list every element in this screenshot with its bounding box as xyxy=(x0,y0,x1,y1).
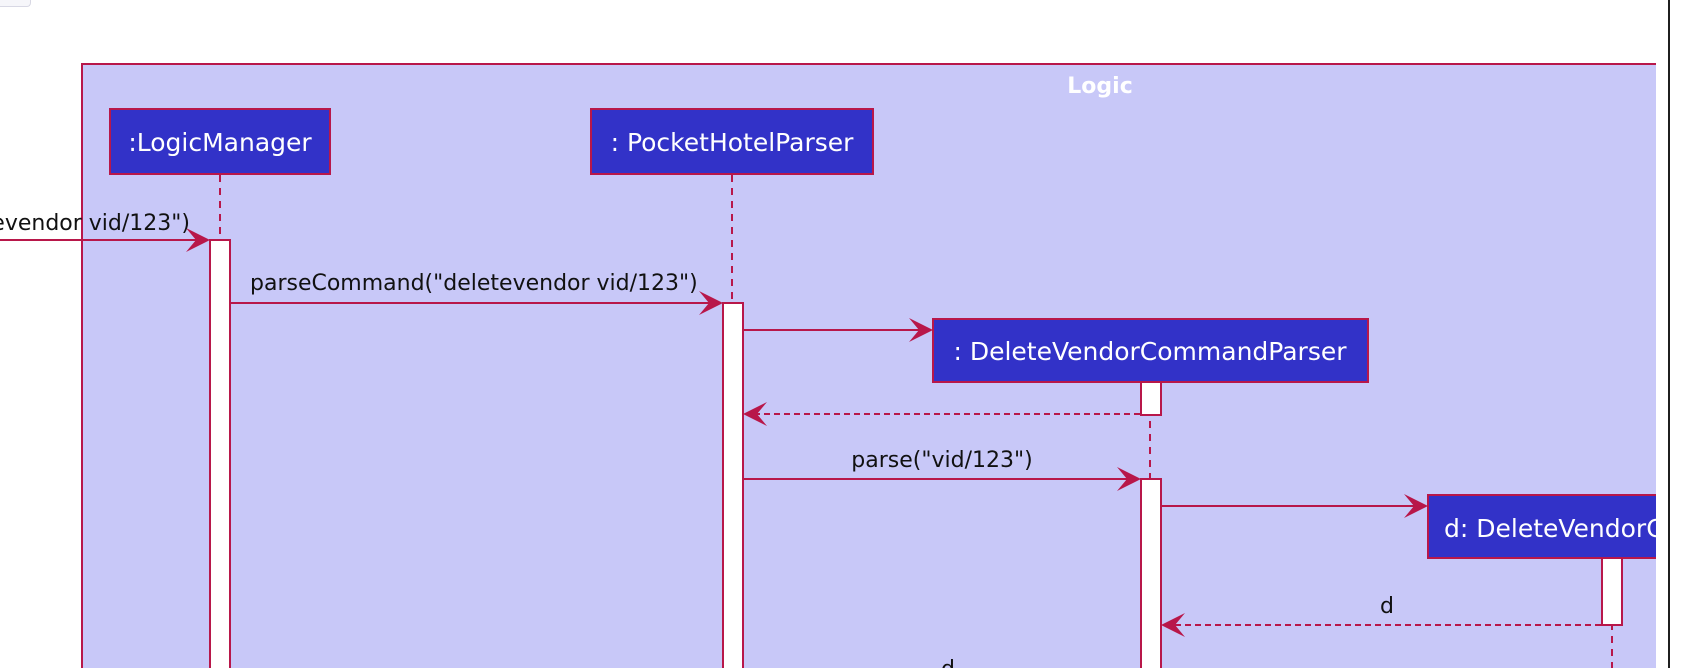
pocket-hotel-parser-label: : PocketHotelParser xyxy=(611,128,855,157)
logic-manager-participant xyxy=(109,108,331,175)
delete-vendor-command-parser-label: : DeleteVendorCommandParser xyxy=(953,337,1347,366)
parse-message-label: parse("vid/123") xyxy=(851,448,1032,473)
return-d-2-message-label: d xyxy=(941,657,955,668)
delete-vendor-command-label: d: DeleteVendorCommand xyxy=(1444,514,1694,543)
parse-command-message-label: parseCommand("deletevendor vid/123") xyxy=(250,271,698,296)
delete-vendor-command-activation xyxy=(1601,557,1623,626)
right-scroll-border xyxy=(1668,0,1670,668)
window-tab-strip xyxy=(0,0,31,7)
logic-manager-label: :LogicManager xyxy=(128,128,312,157)
right-margin xyxy=(1656,0,1694,668)
return-d-message-label: d xyxy=(1380,594,1394,619)
delete-vendor-command-parser-activation-construct xyxy=(1140,381,1162,416)
logic-manager-activation xyxy=(209,239,231,668)
execute-message-label: execute("deletevendor vid/123") xyxy=(0,211,190,236)
logic-frame xyxy=(81,63,1693,668)
logic-frame-title: Logic xyxy=(1067,74,1132,99)
pocket-hotel-parser-activation xyxy=(722,302,744,668)
delete-vendor-command-parser-activation-parse xyxy=(1140,478,1162,668)
pocket-hotel-parser-participant xyxy=(590,108,874,175)
